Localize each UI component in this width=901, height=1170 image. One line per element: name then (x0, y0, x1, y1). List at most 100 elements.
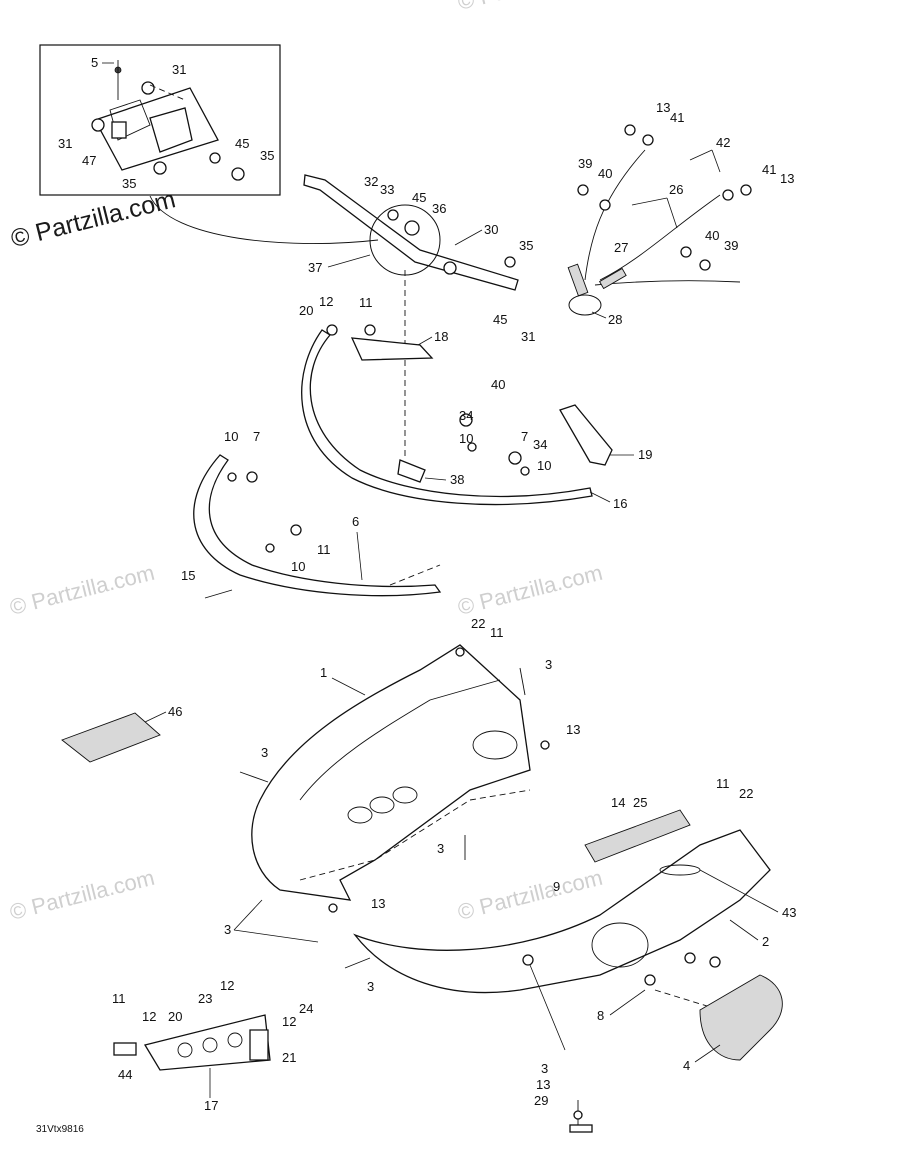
bolt-icon (344, 957, 371, 969)
callout-5: 5 (91, 55, 98, 70)
bumper-assembly (301, 324, 613, 506)
callout-42: 42 (716, 135, 730, 150)
fasteners (239, 667, 593, 1133)
callout-40: 40 (491, 377, 505, 392)
callout-39: 39 (724, 238, 738, 253)
callout-38: 38 (450, 472, 464, 487)
washer-icon (740, 184, 752, 196)
bracket-19 (559, 404, 613, 466)
callouts: 5 31 31 47 45 35 35 32 33 45 36 30 37 35… (58, 55, 796, 1113)
callout-13: 13 (371, 896, 385, 911)
callout-13: 13 (536, 1077, 550, 1092)
callout-6: 6 (352, 514, 359, 529)
callout-10: 10 (291, 559, 305, 574)
spring-icon (598, 267, 627, 290)
callout-11: 11 (716, 776, 730, 791)
panel-46 (61, 712, 161, 763)
callout-47: 47 (82, 153, 96, 168)
nut-icon (599, 199, 611, 211)
callout-12: 12 (220, 978, 234, 993)
callout-35: 35 (519, 238, 533, 253)
callout-19: 19 (638, 447, 652, 462)
callout-39: 39 (578, 156, 592, 171)
bracket-44 (113, 1042, 137, 1056)
callout-10: 10 (224, 429, 238, 444)
callout-32: 32 (364, 174, 378, 189)
bolt-icon (246, 471, 258, 483)
nut-icon (455, 647, 465, 657)
callout-3: 3 (545, 657, 552, 672)
bolt-icon (519, 667, 526, 696)
callout-13: 13 (780, 171, 794, 186)
nut-icon (364, 324, 376, 336)
callout-13: 13 (566, 722, 580, 737)
bracket-21 (249, 1029, 269, 1061)
nut-icon (722, 189, 734, 201)
nut-icon (642, 134, 654, 146)
callout-23: 23 (198, 991, 212, 1006)
inset-detail (39, 44, 281, 196)
bumper-16 (301, 329, 593, 506)
nut-icon (404, 220, 420, 236)
front-bumper-assembly (193, 454, 442, 599)
callout-11: 11 (490, 625, 504, 640)
callout-8: 8 (597, 1008, 604, 1023)
callout-20: 20 (299, 303, 313, 318)
nut-icon (522, 954, 534, 966)
callout-12: 12 (282, 1014, 296, 1029)
callout-3: 3 (437, 841, 444, 856)
callout-33: 33 (380, 182, 394, 197)
callout-35: 35 (260, 148, 274, 163)
faint-watermark-2: © Partzilla.com (7, 560, 157, 620)
callout-1: 1 (320, 665, 327, 680)
washer-icon (577, 184, 589, 196)
callout-17: 17 (204, 1098, 218, 1113)
body-2 (353, 829, 771, 1011)
bracket-icon (459, 413, 473, 427)
callout-25: 25 (633, 795, 647, 810)
nut-icon (290, 524, 302, 536)
washer-icon (699, 259, 711, 271)
callout-26: 26 (669, 182, 683, 197)
callout-14: 14 (611, 795, 625, 810)
washer-icon (467, 442, 477, 452)
callout-31: 31 (172, 62, 186, 77)
callout-13: 13 (656, 100, 670, 115)
callout-15: 15 (181, 568, 195, 583)
inset-link-line (149, 195, 379, 245)
lower-pan (353, 829, 771, 994)
callout-16: 16 (613, 496, 627, 511)
callout-3: 3 (367, 979, 374, 994)
bracket-17 (143, 1014, 271, 1071)
callout-27: 27 (614, 240, 628, 255)
callout-22: 22 (471, 616, 485, 631)
callout-30: 30 (484, 222, 498, 237)
washer-icon (540, 740, 550, 750)
callout-18: 18 (434, 329, 448, 344)
callout-44: 44 (118, 1067, 132, 1082)
callout-34: 34 (459, 408, 473, 423)
cover-4 (699, 974, 783, 1061)
callout-12: 12 (142, 1009, 156, 1024)
callout-11: 11 (359, 295, 373, 310)
washer-icon (624, 124, 636, 136)
washer-icon (209, 152, 221, 164)
nut-icon (709, 956, 721, 968)
washer-icon (443, 261, 457, 275)
callout-3: 3 (224, 922, 231, 937)
ring-28 (568, 294, 602, 316)
washer-icon (227, 472, 237, 482)
nut-icon (231, 167, 245, 181)
nut-icon (141, 81, 155, 95)
washer-icon (328, 903, 338, 913)
nut-icon (680, 246, 692, 258)
nut-icon (644, 974, 656, 986)
callout-2: 2 (762, 934, 769, 949)
callout-43: 43 (782, 905, 796, 920)
nut-icon (504, 256, 516, 268)
clip-38 (397, 459, 426, 483)
faint-watermark-3: © Partzilla.com (455, 560, 605, 620)
callout-37: 37 (308, 260, 322, 275)
callout-3: 3 (261, 745, 268, 760)
callout-10: 10 (537, 458, 551, 473)
